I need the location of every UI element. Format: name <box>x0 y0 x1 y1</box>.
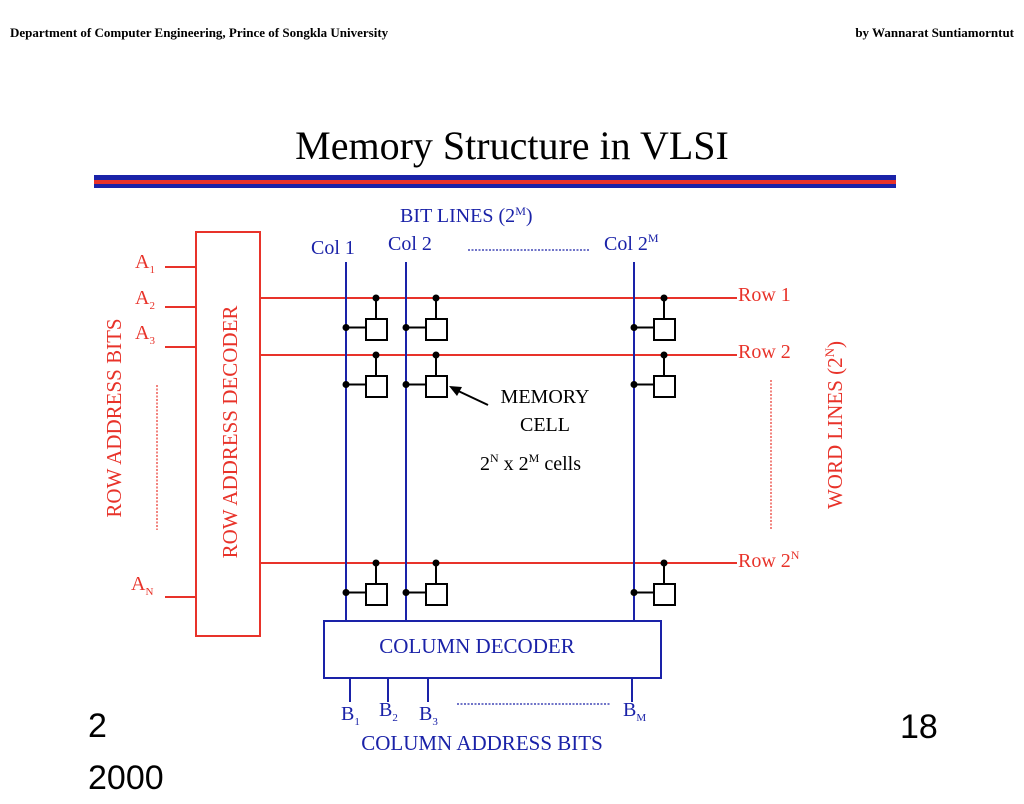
col-2-label: Col 2 <box>388 233 432 255</box>
row-2n-label: Row 2N <box>738 548 800 572</box>
memory-cell-row-2-col-2m-word-dot <box>660 351 668 359</box>
row-1-label: Row 1 <box>738 284 791 306</box>
memory-cell-row-2-col-1-bit-dot <box>342 381 350 388</box>
memory-cell-row-1-col-1-word-dot <box>372 294 380 302</box>
memory-cell-row-2-col-2m <box>653 375 676 398</box>
memory-cell-label-line1: MEMORY <box>501 386 590 408</box>
memory-cell-row-2n-col-1-word-dot <box>372 559 380 567</box>
memory-cell-row-2n-col-2m-bit-dot <box>630 589 638 596</box>
header-department: Department of Computer Engineering, Prin… <box>10 25 389 40</box>
memory-cell-row-1-col-2m-word-dot <box>660 294 668 302</box>
col-2m-label: Col 2M <box>604 231 659 255</box>
memory-cell-row-2n-col-2m <box>653 583 676 606</box>
memory-cell-row-1-col-2 <box>425 318 448 341</box>
memory-cell-row-2-col-2-word-dot <box>432 351 440 359</box>
row-address-decoder-label: ROW ADDRESS DECODER <box>218 306 242 559</box>
footer-date: 2 2000 <box>88 707 164 797</box>
column-input-bm-label: BM <box>623 699 646 724</box>
memory-cell-row-1-col-1 <box>365 318 388 341</box>
row-address-decoder-box <box>195 231 261 637</box>
memory-structure-diagram: BIT LINES (2M) Col 1 Col 2 Col 2M ROW AD… <box>94 175 896 755</box>
memory-cell-row-1-col-2-bit-dot <box>402 324 410 331</box>
memory-cell-row-2n-col-2m-word-dot <box>660 559 668 567</box>
memory-cell-row-2-col-2m-bit-dot <box>630 381 638 388</box>
memory-cell-row-2-col-1-word-dot <box>372 351 380 359</box>
column-input-b2-label: B2 <box>379 699 398 724</box>
memory-cell-row-2n-col-2-word-dot <box>432 559 440 567</box>
memory-cell-row-2-col-2-bit-dot <box>402 381 410 388</box>
memory-cell-arrow-line <box>453 388 489 406</box>
column-input-b1-label: B1 <box>341 703 360 728</box>
memory-cell-array <box>342 294 676 606</box>
title-rule-blue-top <box>94 175 896 180</box>
title-rule-blue-bottom <box>94 184 896 188</box>
row-address-bits-label: ROW ADDRESS BITS <box>102 318 126 517</box>
address-an-label: AN <box>131 573 153 598</box>
memory-cell-row-2n-col-1-bit-dot <box>342 589 350 596</box>
memory-cell-row-2-col-2 <box>425 375 448 398</box>
column-decoder-box <box>323 620 662 679</box>
header-author: by Wannarat Suntiamorntut <box>855 25 1014 40</box>
col-1-label: Col 1 <box>311 237 355 259</box>
slide-number: 18 <box>900 708 938 746</box>
row-2-label: Row 2 <box>738 341 791 363</box>
address-a1-label: A1 <box>135 251 155 276</box>
memory-cell-arrowhead <box>449 386 462 396</box>
memory-cell-row-2n-col-2-bit-dot <box>402 589 410 596</box>
memory-cell-row-2-col-1 <box>365 375 388 398</box>
memory-cell-row-1-col-2m <box>653 318 676 341</box>
memory-cell-row-2n-col-1 <box>365 583 388 606</box>
title-rule-red <box>94 180 896 184</box>
address-a3-label: A3 <box>135 322 155 347</box>
column-decoder-label: COLUMN DECODER <box>379 634 574 658</box>
memory-cell-row-2n-col-2 <box>425 583 448 606</box>
memory-cell-row-1-col-1-bit-dot <box>342 324 350 331</box>
column-address-bits-label: COLUMN ADDRESS BITS <box>361 731 603 755</box>
memory-cell-label-line2: CELL <box>520 414 570 436</box>
bit-lines-label: BIT LINES (2M) <box>400 204 533 227</box>
address-a2-label: A2 <box>135 287 155 312</box>
memory-cell-row-1-col-2-word-dot <box>432 294 440 302</box>
column-input-b3-label: B3 <box>419 703 438 728</box>
slide-title: Memory Structure in VLSI <box>295 123 729 168</box>
memory-cell-row-1-col-2m-bit-dot <box>630 324 638 331</box>
cell-count-label: 2N x 2M cells <box>480 451 581 475</box>
word-lines-label: WORD LINES (2N) <box>822 341 847 509</box>
